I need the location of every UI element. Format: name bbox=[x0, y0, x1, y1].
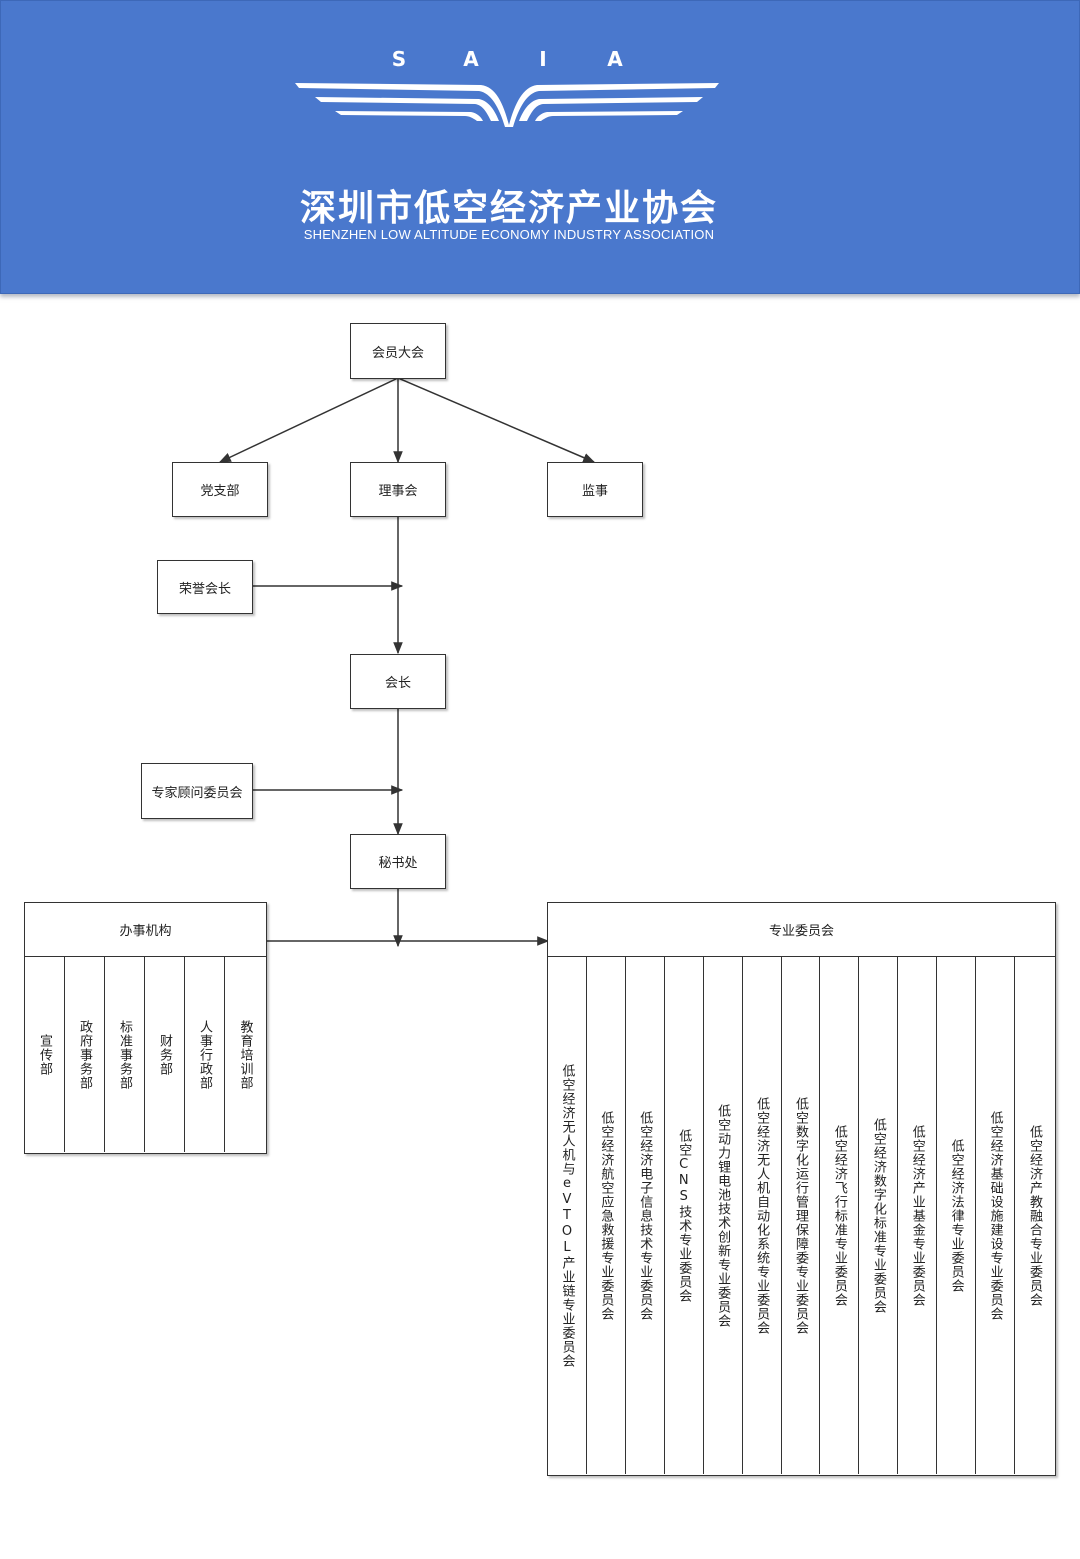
header-banner: S A I A 深圳市低空经济产业协会 SHENZHEN LOW ALTITUD… bbox=[0, 0, 1080, 294]
list-item-label: 低空经济航空应急救援专业委员会 bbox=[598, 1110, 614, 1321]
list-item: 低空经济产教融合专业委员会 bbox=[1015, 957, 1054, 1474]
node-president: 会长 bbox=[350, 654, 446, 709]
list-item: 政府事务部 bbox=[65, 957, 105, 1152]
logo-letter: A bbox=[463, 47, 479, 71]
list-item: 低空经济无人机自动化系统专业委员会 bbox=[743, 957, 782, 1474]
logo-letter: S bbox=[392, 47, 406, 71]
list-item: 人事行政部 bbox=[185, 957, 225, 1152]
node-expert-committee: 专家顾问委员会 bbox=[141, 763, 253, 819]
org-name: 深圳市低空经济产业协会 bbox=[299, 188, 718, 229]
list-item-label: 政府事务部 bbox=[77, 1019, 92, 1090]
list-item-label: 低空经济法律专业委员会 bbox=[948, 1138, 964, 1293]
list-item-label: 低空经济无人机自动化系统专业委员会 bbox=[754, 1096, 770, 1335]
org-name-en: SHENZHEN LOW ALTITUDE ECONOMY INDUSTRY A… bbox=[303, 227, 715, 242]
list-item-label: 低空CNS技术专业委员会 bbox=[676, 1128, 692, 1303]
list-item-label: 低空经济产业基金专业委员会 bbox=[909, 1124, 925, 1307]
node-secretariat: 秘书处 bbox=[350, 834, 446, 889]
list-item: 低空经济基础设施建设专业委员会 bbox=[976, 957, 1016, 1474]
committees-title: 专业委员会 bbox=[548, 903, 1055, 957]
offices-group: 办事机构 宣传部 政府事务部 标准事务部 财务部 人事行政部 教育培训部 bbox=[24, 902, 267, 1154]
list-item-label: 低空经济数字化标准专业委员会 bbox=[870, 1117, 886, 1314]
committees-group: 专业委员会 低空经济无人机与eVTOL产业链专业委员会 低空经济航空应急救援专业委… bbox=[547, 902, 1056, 1476]
list-item: 宣传部 bbox=[25, 957, 65, 1152]
saia-logo: S A I A bbox=[295, 47, 719, 127]
list-item: 低空经济产业基金专业委员会 bbox=[898, 957, 938, 1474]
list-item-label: 低空经济产教融合专业委员会 bbox=[1027, 1124, 1043, 1307]
list-item: 财务部 bbox=[145, 957, 185, 1152]
list-item-label: 宣传部 bbox=[37, 1033, 52, 1076]
list-item: 低空经济数字化标准专业委员会 bbox=[859, 957, 899, 1474]
list-item-label: 财务部 bbox=[157, 1033, 172, 1076]
logo-letter: A bbox=[607, 47, 623, 71]
node-council: 理事会 bbox=[350, 462, 446, 517]
node-supervisor: 监事 bbox=[547, 462, 643, 517]
list-item: 低空经济法律专业委员会 bbox=[937, 957, 977, 1474]
logo-letters: S A I A bbox=[392, 47, 623, 71]
list-item-label: 低空数字化运行管理保障委专业委员会 bbox=[792, 1096, 808, 1335]
list-item-label: 低空经济飞行标准专业委员会 bbox=[831, 1124, 847, 1307]
list-item: 低空经济飞行标准专业委员会 bbox=[820, 957, 860, 1474]
edge-assembly-party bbox=[218, 377, 399, 463]
list-item-label: 标准事务部 bbox=[117, 1019, 132, 1090]
node-party-branch: 党支部 bbox=[172, 462, 268, 517]
list-item: 低空数字化运行管理保障委专业委员会 bbox=[782, 957, 821, 1474]
list-item-label: 低空经济电子信息技术专业委员会 bbox=[637, 1110, 653, 1321]
list-item: 低空动力锂电池技术创新专业委员会 bbox=[704, 957, 743, 1474]
list-item: 低空经济无人机与eVTOL产业链专业委员会 bbox=[548, 957, 587, 1474]
logo-wings-icon bbox=[295, 83, 719, 127]
edge-assembly-supervisor bbox=[397, 377, 596, 463]
node-honorary-president: 荣誉会长 bbox=[157, 560, 253, 614]
list-item: 低空经济航空应急救援专业委员会 bbox=[587, 957, 626, 1474]
logo-letter: I bbox=[539, 47, 546, 71]
list-item-label: 低空经济基础设施建设专业委员会 bbox=[987, 1110, 1003, 1321]
node-general-assembly: 会员大会 bbox=[350, 323, 446, 379]
list-item-label: 教育培训部 bbox=[237, 1019, 253, 1090]
list-item: 低空经济电子信息技术专业委员会 bbox=[626, 957, 665, 1474]
list-item-label: 低空经济无人机与eVTOL产业链专业委员会 bbox=[559, 1063, 575, 1368]
list-item-label: 人事行政部 bbox=[197, 1019, 212, 1090]
offices-title: 办事机构 bbox=[25, 903, 266, 957]
list-item: 教育培训部 bbox=[225, 957, 265, 1152]
list-item: 低空CNS技术专业委员会 bbox=[665, 957, 704, 1474]
list-item: 标准事务部 bbox=[105, 957, 145, 1152]
list-item-label: 低空动力锂电池技术创新专业委员会 bbox=[715, 1103, 731, 1328]
